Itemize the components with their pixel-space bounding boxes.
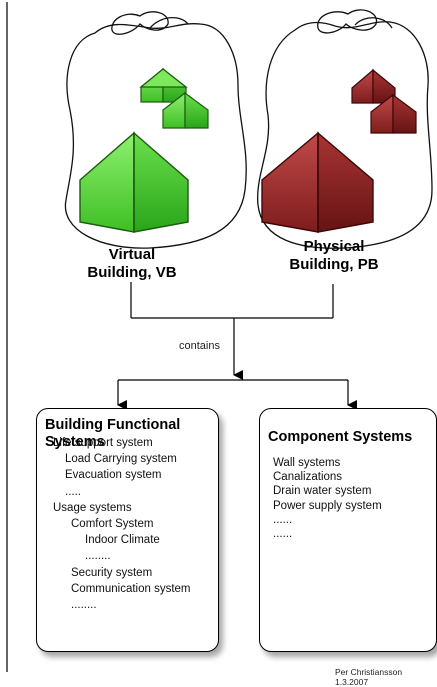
component-item: ...... [273, 528, 293, 540]
functional-item: Load Carrying system [65, 453, 177, 466]
component-item: Canalizations [273, 471, 343, 484]
functional-systems-box: Building Functional Systems Life support… [36, 408, 219, 652]
functional-item: Comfort System [71, 518, 154, 530]
functional-title-line1: Building Functional [45, 417, 181, 433]
physical-house-large [261, 131, 374, 233]
functional-item: Communication system [71, 582, 191, 595]
physical-building-label: Physical Building, PB [270, 238, 398, 274]
contains-label: contains [179, 340, 220, 352]
functional-item: Indoor Climate [85, 534, 160, 547]
virtual-cloud-outline [64, 11, 247, 249]
physical-cloud-outline [257, 9, 433, 249]
functional-title-line2: Systems [45, 434, 105, 450]
footer-credit: Per Christiansson 1.3.2007 [335, 667, 403, 687]
virtual-label-line2: Building, VB [87, 264, 177, 281]
functional-item: Evacuation system [65, 469, 162, 482]
physical-house-small-1 [351, 68, 396, 104]
functional-item: Life support system [53, 437, 153, 449]
virtual-building-label: Virtual Building, VB [68, 246, 196, 282]
component-item: ...... [273, 513, 293, 526]
component-item: Power supply system [273, 499, 382, 512]
functional-item: Usage systems [53, 501, 132, 514]
functional-item: ........ [85, 550, 111, 563]
component-item: Drain water system [273, 485, 372, 498]
component-systems-title: Component Systems [268, 429, 413, 445]
functional-item: ..... [65, 485, 81, 498]
functional-item: ........ [71, 599, 97, 611]
component-item: Wall systems [273, 457, 341, 469]
virtual-house-large [79, 131, 189, 233]
virtual-label-line1: Virtual [108, 246, 156, 263]
physical-house-small-2 [370, 93, 417, 134]
physical-label-line2: Building, PB [289, 256, 379, 273]
physical-label-line1: Physical [303, 238, 365, 255]
virtual-house-small-2 [162, 91, 209, 129]
functional-item: Security system [71, 566, 153, 579]
contains-connector [117, 282, 357, 410]
functional-systems-title: Building Functional Systems [45, 417, 180, 451]
